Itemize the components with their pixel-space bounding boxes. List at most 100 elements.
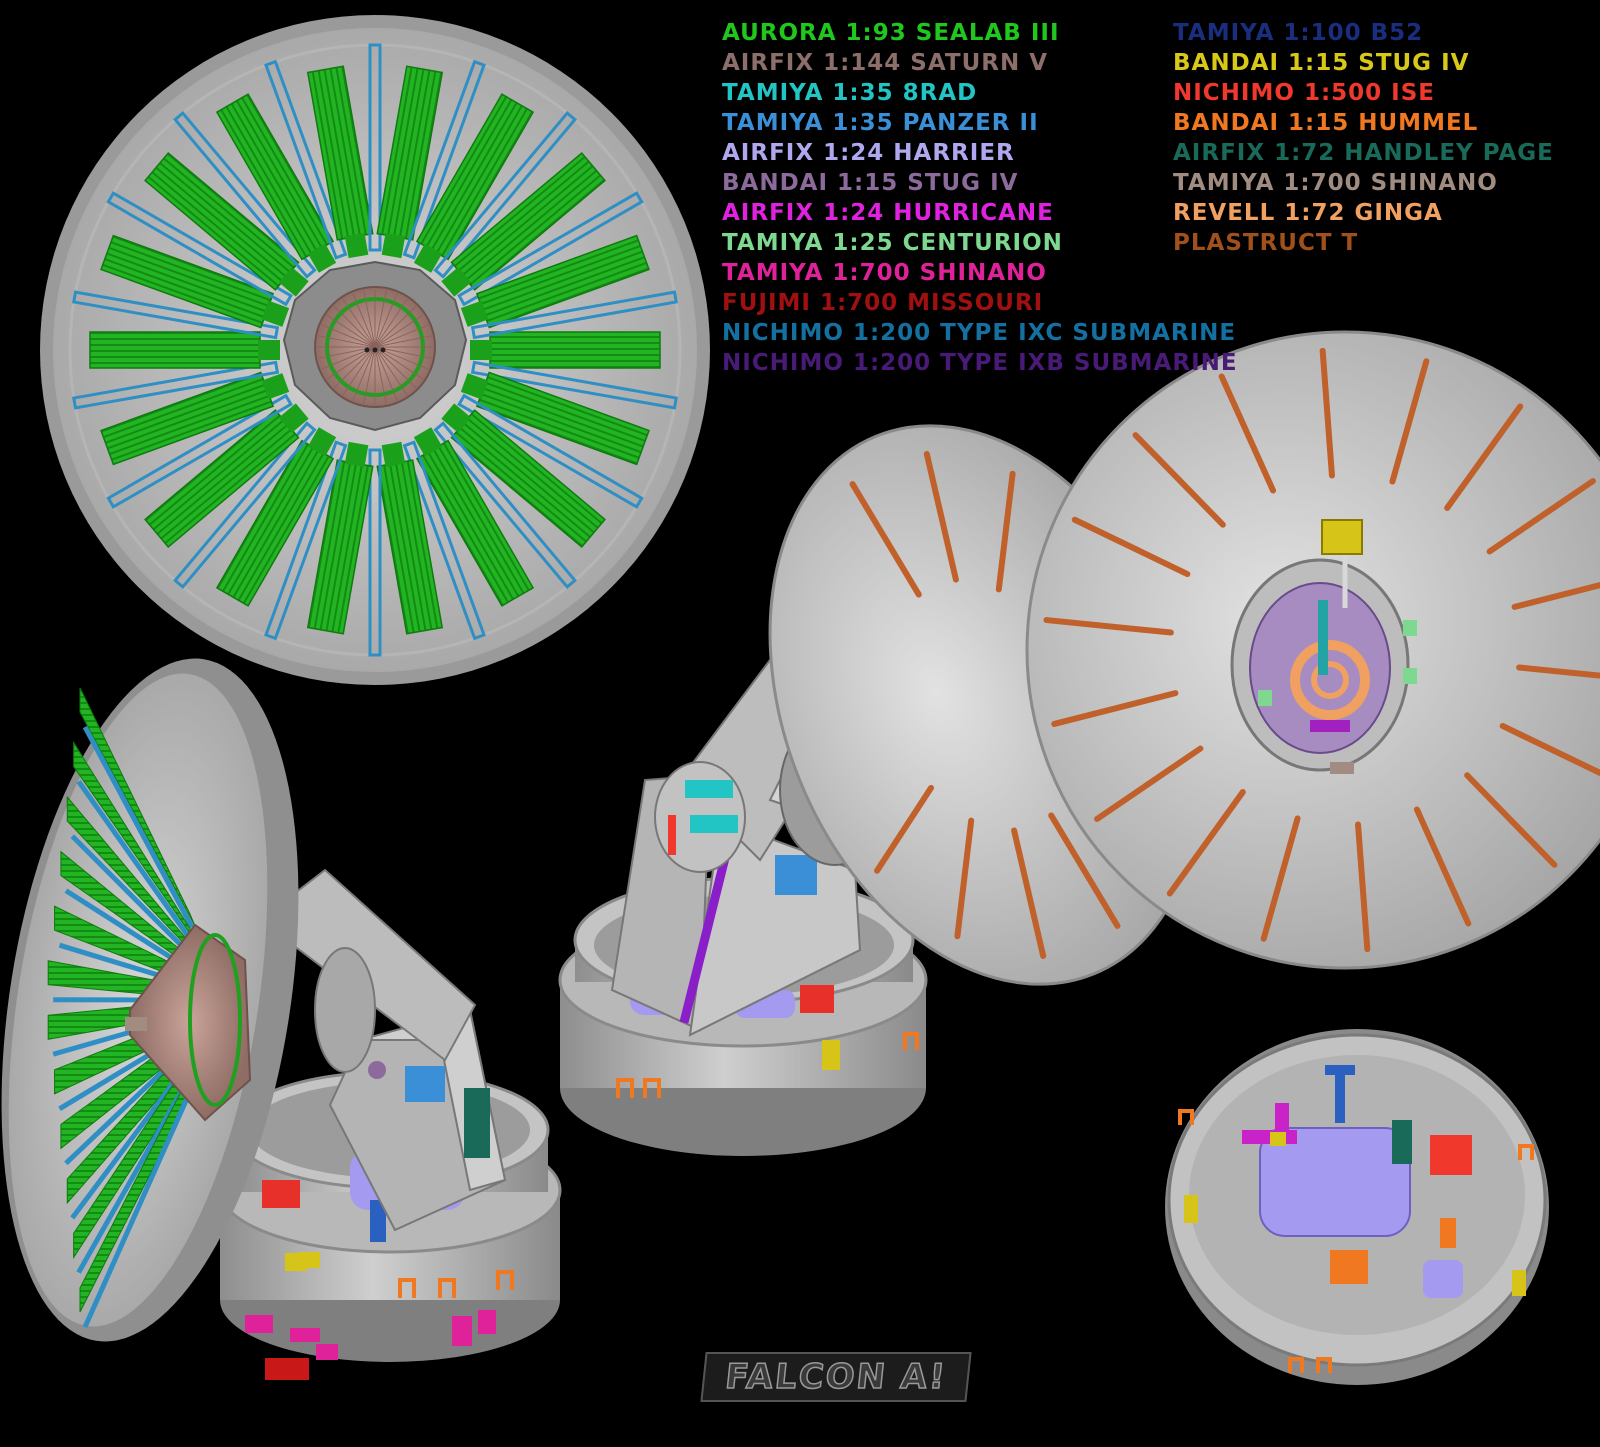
panel-mount [460,373,489,400]
dish-side-view-assembly [1,658,562,1380]
blue-ladder-rib [457,393,644,509]
panel-mount [344,233,369,259]
copper-rod [1444,403,1524,511]
copper-rod [1413,806,1472,927]
copper-rod [1166,789,1246,897]
blue-ladder-rib [433,421,577,589]
panel-mount [278,267,309,297]
hub-rib-line [374,346,398,401]
legend-item: AURORA 1:93 SEALAB III [722,20,1060,46]
blue-ladder-rib [433,111,577,279]
hub-rib-line [363,290,376,348]
copper-rod [1260,815,1301,942]
dish-front-view [40,15,710,685]
legend-item: AIRFIX 1:72 HANDLEY PAGE [1173,140,1554,166]
copper-rod [954,817,975,940]
panel-mount [261,373,290,400]
watermark-text: FALCON A! [723,1356,950,1398]
hub-rib-line [352,293,376,348]
copper-rod [995,470,1016,593]
blue-ladder-rib [264,59,348,260]
center-blue-box [775,855,817,895]
panel-mount [278,403,309,433]
panel-mount [441,267,472,297]
rear-gear-ring [1290,640,1370,720]
panel-mount [258,340,280,360]
copper-rod [923,451,959,583]
dish-front-hub-ribs [317,289,433,405]
blue-ladder-rib [173,111,317,279]
panel-mount [413,427,443,457]
hub-rib-line [374,293,398,348]
copper-rod [1355,821,1371,953]
legend-left-column: AURORA 1:93 SEALAB III AIRFIX 1:144 SATU… [722,18,1238,378]
copper-rod [1486,478,1596,555]
copper-rod [1464,772,1558,868]
rear-dish-rods [1043,347,1600,953]
hub-rib-line [374,298,408,348]
dish-rear-view [1025,330,1600,970]
legend-item: TAMIYA 1:35 PANZER II [722,110,1039,136]
hub-rib-line [374,290,387,348]
blue-ladder-rib [106,191,293,307]
hub-rib-line [374,346,417,389]
hub-rib-line [352,346,376,401]
hub-rib-line [374,314,424,348]
blue-ladder-rib [72,360,280,410]
copper-rod [1132,432,1226,528]
copper-rod [1389,358,1430,485]
legend-item: BANDAI 1:15 STUG IV [722,170,1019,196]
hub-rib-line [374,324,429,348]
blue-ladder-rib [368,43,382,252]
legend-item: AIRFIX 1:24 HURRICANE [722,200,1054,226]
blue-ladder-rib [76,780,195,944]
base-top-engine [1259,1127,1411,1237]
legend-right-column: TAMIYA 1:100 B52 BANDAI 1:15 STUG IV NIC… [1173,18,1554,258]
panel-mount [460,300,489,327]
blue-ladder-rib [106,393,293,509]
legend-item: AIRFIX 1:24 HARRIER [722,140,1015,166]
copper-rod [1511,582,1600,610]
blue-ladder-rib [470,290,678,340]
green-radiator-panel [89,331,261,369]
blue-ladder-rib [173,421,317,589]
copper-rod [1071,516,1191,578]
legend-item: TAMIYA 1:35 8RAD [722,80,978,106]
blue-ladder-rib [457,191,644,307]
blue-ladder-rib [264,440,348,641]
panel-mount [344,441,369,467]
blue-ladder-rib [368,448,382,657]
blue-ladder-rib [402,440,486,641]
legend-item: NICHIMO 1:500 ISE [1173,80,1435,106]
legend-item: AIRFIX 1:144 SATURN V [722,50,1049,76]
hub-rib-line [326,314,376,348]
blue-ladder-rib [82,725,195,929]
copper-rod [1051,690,1179,727]
hub-rib-line [333,305,376,348]
copper-rod [1094,745,1204,822]
panel-mount [381,441,406,467]
copper-rod [1499,722,1600,777]
blue-ladder-rib [70,1056,195,1220]
green-radiator-panel [489,331,661,369]
side-blue-box [405,1066,445,1102]
hub-rib-line [374,335,432,348]
panel-mount [307,427,337,457]
hub-rib-line [342,298,376,348]
hub-rib-line [374,305,417,348]
copper-rod [1043,617,1174,636]
blue-ladder-rib [470,360,678,410]
falcon-watermark: FALCON A! [700,1352,972,1402]
hub-rib-line [333,346,376,389]
legend-item: TAMIYA 1:25 CENTURION [722,230,1063,256]
copper-rod [849,481,922,598]
hub-rib-line [374,346,408,396]
dish-front-spokes [72,43,678,657]
panel-mount [381,233,406,259]
base-top-view [1165,1029,1549,1385]
legend-item: NICHIMO 1:200 TYPE IXB SUBMARINE [722,350,1238,376]
legend-item: BANDAI 1:15 STUG IV [1173,50,1470,76]
copper-rod [1516,664,1600,679]
copper-rod [1011,827,1047,959]
